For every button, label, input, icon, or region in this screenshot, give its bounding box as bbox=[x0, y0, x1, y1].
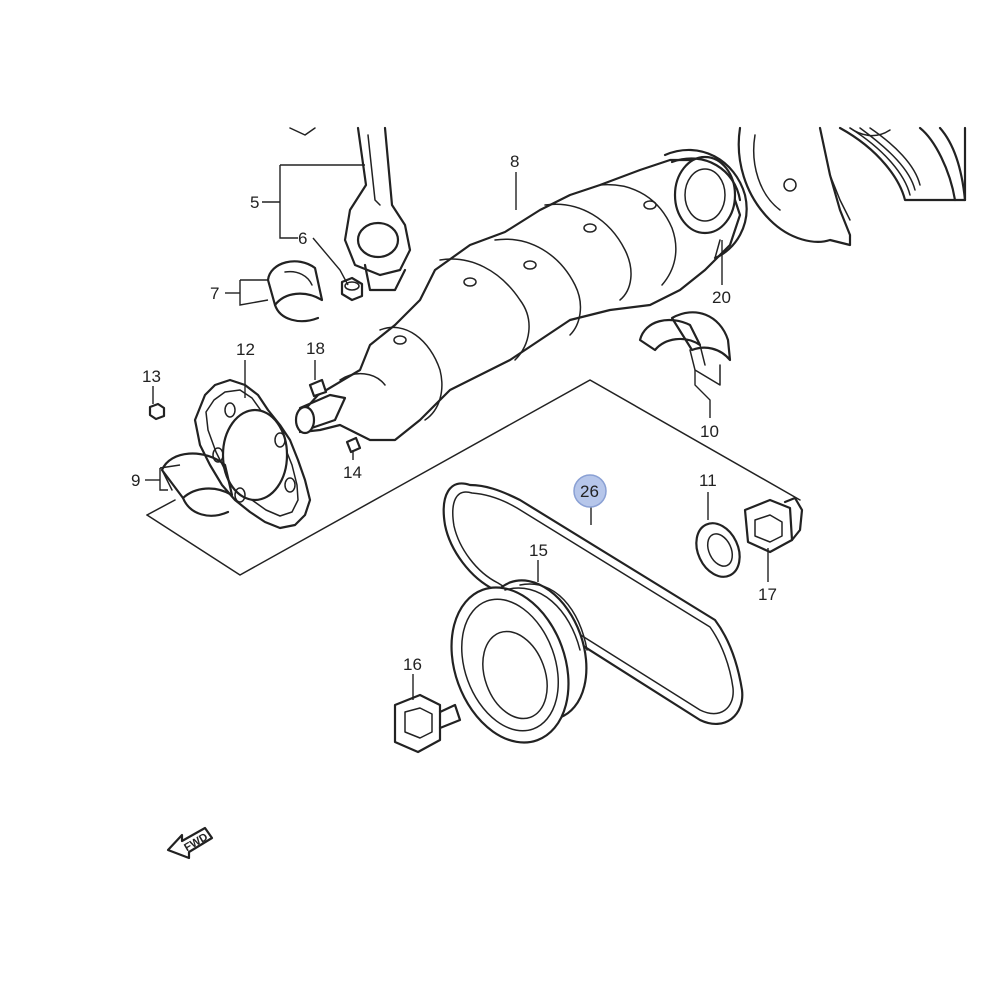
crank-key bbox=[308, 378, 328, 398]
dowel-pin bbox=[345, 436, 362, 454]
callout-15[interactable]: 15 bbox=[529, 541, 548, 560]
thrust-bearing bbox=[638, 311, 732, 386]
pulley-bolt bbox=[393, 693, 462, 754]
callout-18[interactable]: 18 bbox=[306, 339, 325, 358]
rod-bearing bbox=[266, 260, 324, 323]
callout-12[interactable]: 12 bbox=[236, 340, 255, 359]
callout-13[interactable]: 13 bbox=[142, 367, 161, 386]
main-bearing-upper bbox=[663, 149, 748, 260]
flywheel bbox=[838, 126, 967, 202]
callout-11[interactable]: 11 bbox=[699, 471, 717, 490]
drive-belt bbox=[442, 482, 744, 726]
callout-7[interactable]: 7 bbox=[210, 284, 219, 303]
callout-6[interactable]: 6 bbox=[298, 229, 307, 248]
crankshaft bbox=[294, 155, 742, 442]
callout-14[interactable]: 14 bbox=[343, 463, 362, 482]
callout-9[interactable]: 9 bbox=[131, 471, 140, 490]
crank-gear bbox=[743, 496, 804, 554]
timing-sprocket bbox=[193, 378, 312, 530]
selected-callout-highlight[interactable] bbox=[573, 474, 607, 508]
leader-lines bbox=[145, 164, 769, 700]
callouts: 5 6 7 8 9 10 11 12 13 14 15 16 17 18 20 … bbox=[131, 152, 777, 674]
callout-8[interactable]: 8 bbox=[510, 152, 519, 171]
forward-arrow-icon-label: FWD bbox=[182, 831, 210, 854]
callout-16[interactable]: 16 bbox=[403, 655, 422, 674]
callout-20[interactable]: 20 bbox=[712, 288, 731, 307]
rear-seal-housing bbox=[737, 126, 852, 247]
connecting-rod bbox=[289, 126, 412, 292]
oil-seal bbox=[695, 522, 741, 578]
assembly-outline bbox=[146, 379, 801, 576]
main-bearing-lower bbox=[160, 452, 234, 517]
small-bolt bbox=[148, 402, 166, 421]
crank-pulley bbox=[450, 579, 588, 744]
callout-5[interactable]: 5 bbox=[250, 193, 259, 212]
fwd-direction-marker: FWD bbox=[166, 826, 214, 860]
rod-nut bbox=[340, 276, 364, 302]
callout-17[interactable]: 17 bbox=[758, 585, 777, 604]
callout-26[interactable]: 26 bbox=[580, 482, 599, 501]
callout-10[interactable]: 10 bbox=[700, 422, 719, 441]
